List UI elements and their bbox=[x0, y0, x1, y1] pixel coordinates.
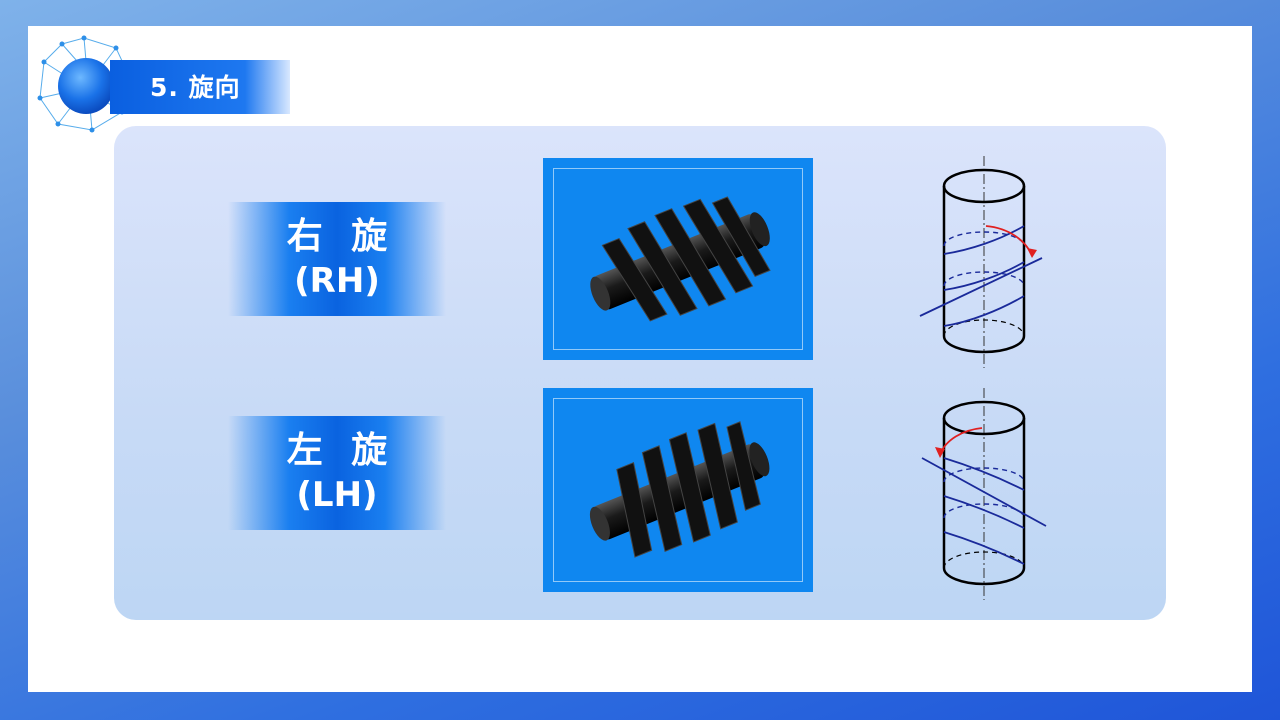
left-hand-worm-image bbox=[543, 388, 813, 592]
left-hand-label-cn: 左 旋 bbox=[286, 430, 396, 471]
page-title: 5. 旋向 bbox=[150, 73, 241, 102]
title-bar bbox=[110, 60, 290, 114]
right-hand-worm-icon bbox=[590, 196, 771, 322]
left-hand-label: 左 旋 (LH) bbox=[228, 416, 446, 530]
left-hand-worm-icon bbox=[589, 421, 770, 558]
right-hand-label-cn: 右 旋 bbox=[286, 216, 396, 257]
right-hand-helix-cylinder-icon bbox=[919, 156, 1043, 368]
left-hand-label-en: (LH) bbox=[296, 475, 378, 515]
left-hand-helix-cylinder-icon bbox=[921, 388, 1047, 600]
right-hand-label: 右 旋 (RH) bbox=[228, 202, 446, 316]
right-hand-label-en: (RH) bbox=[294, 261, 380, 301]
right-hand-worm-image bbox=[543, 158, 813, 360]
